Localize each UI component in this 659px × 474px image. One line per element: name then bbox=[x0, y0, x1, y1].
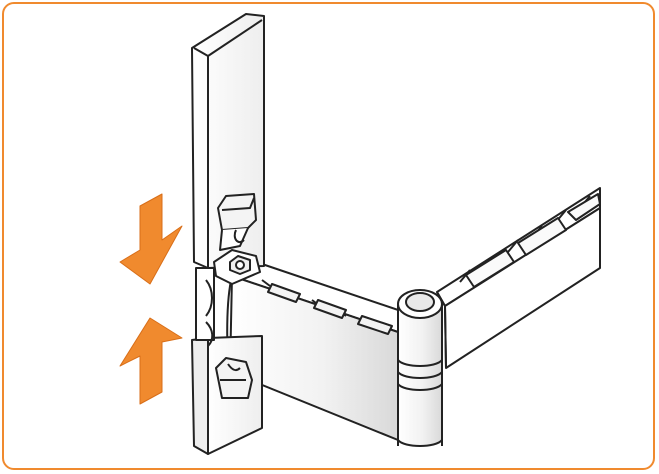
lower-hook bbox=[215, 357, 253, 399]
bracket-bolt bbox=[213, 249, 261, 285]
up-arrow-icon bbox=[119, 317, 183, 405]
upper-beam bbox=[436, 187, 601, 369]
down-arrow-icon bbox=[119, 193, 183, 285]
upper-hook bbox=[217, 193, 257, 251]
round-post bbox=[397, 289, 443, 447]
